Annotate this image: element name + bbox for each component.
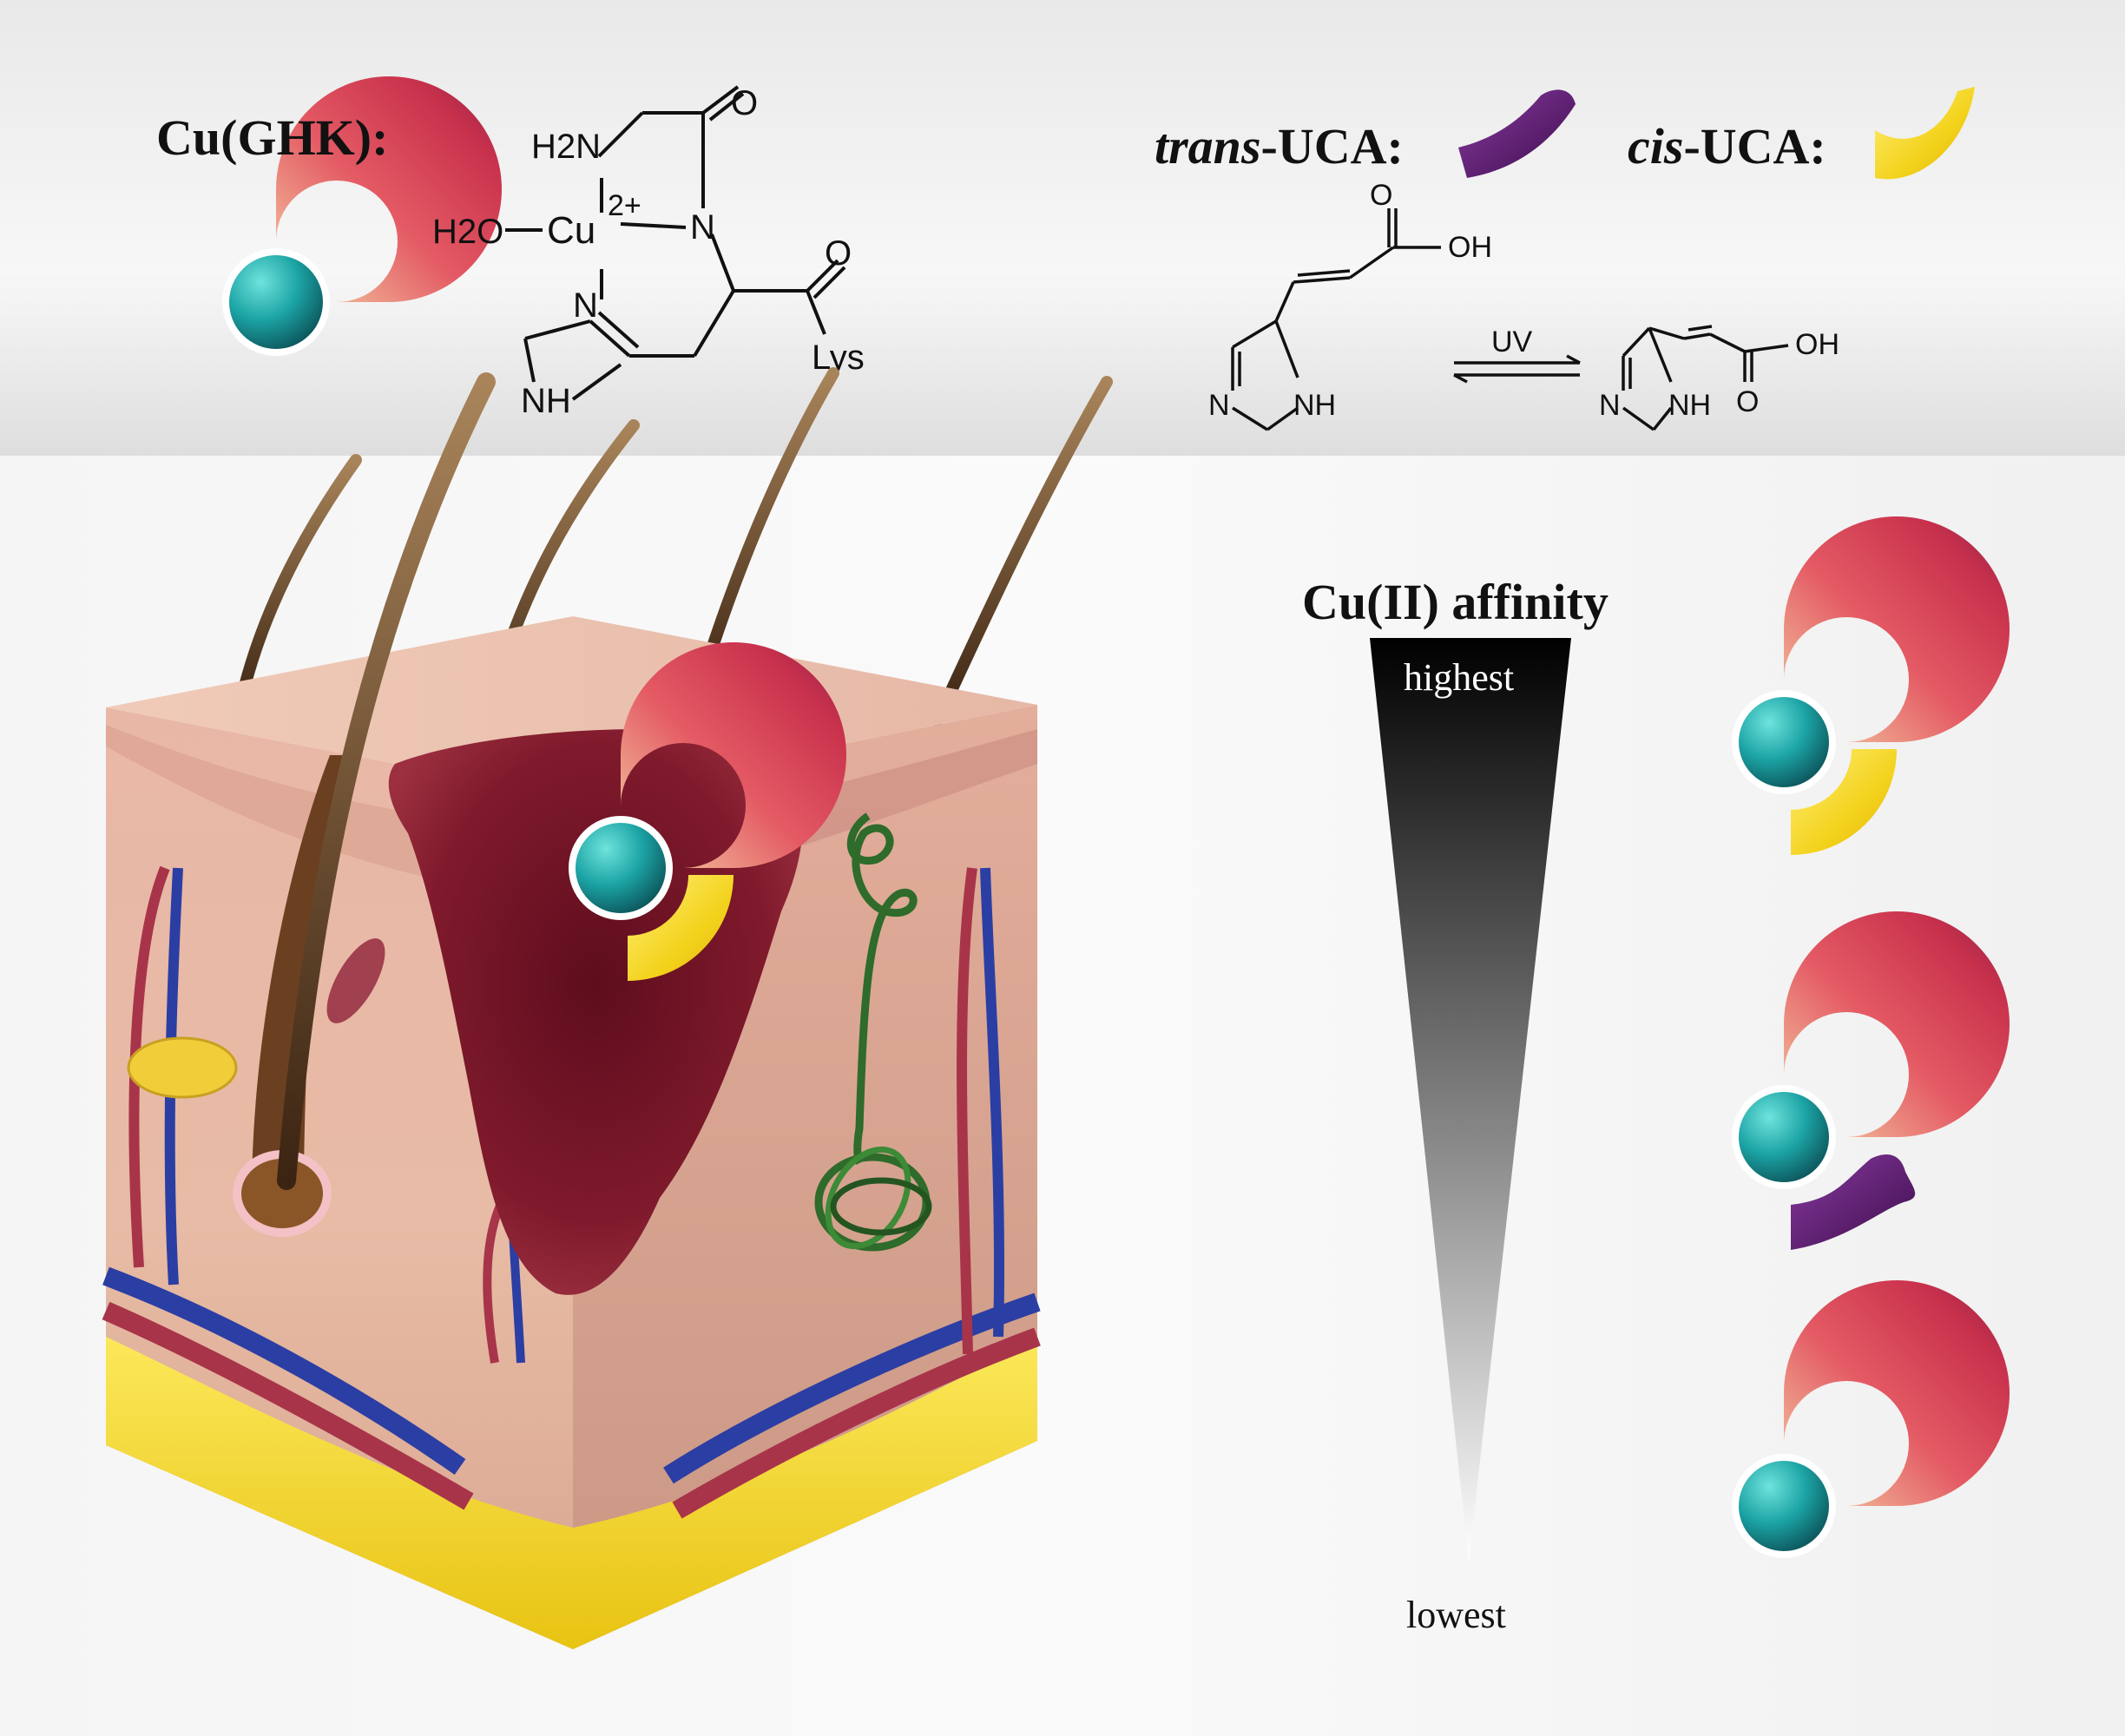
trans-oh-label: OH <box>1448 231 1492 264</box>
subcutaneous-fat <box>106 1337 1037 1649</box>
complex-lowest-plain <box>1732 1280 2010 1558</box>
artery <box>102 1301 474 1510</box>
skin-top-surface <box>106 616 1037 799</box>
copper-ion <box>1732 690 1836 794</box>
cu-label: Cu <box>547 209 595 252</box>
cis-uca-shape <box>1875 87 1975 180</box>
trans-uca-shape <box>1791 1154 1916 1250</box>
cis-prefix: cis <box>1628 118 1684 174</box>
lesion-complex-cu-ghk-cis-uca <box>569 642 846 981</box>
copper-ion <box>1732 1085 1836 1189</box>
capillary-loop <box>980 867 1004 1338</box>
h2o-label: H2O <box>432 213 503 251</box>
cis-n-label: N <box>1599 389 1621 422</box>
trans-suffix: -UCA: <box>1260 118 1404 174</box>
affinity-gradient-wedge <box>1370 638 1571 1562</box>
ghk-ring <box>1784 1280 2010 1506</box>
copper-ion <box>1732 1454 1836 1558</box>
copper-ion <box>222 248 330 356</box>
ghk-ring <box>1784 516 2010 742</box>
hair-strand <box>233 454 362 718</box>
vein <box>663 1292 1041 1484</box>
collagen-knot <box>830 1177 932 1236</box>
capillary-loop <box>957 867 977 1355</box>
h2n-label: H2N <box>531 128 601 166</box>
sebaceous-gland <box>127 1036 238 1099</box>
collagen-fiber <box>846 812 918 1166</box>
hair-strand <box>931 376 1113 727</box>
ghk-ring <box>1784 911 2010 1137</box>
imidazole-nh-label: NH <box>521 382 571 420</box>
capillary-loop <box>128 865 170 1268</box>
cis-oh-label: OH <box>1795 328 1839 361</box>
affinity-highest-label: highest <box>1404 656 1515 699</box>
carbonyl-o1-label: O <box>731 84 758 122</box>
trans-uca-shape <box>1458 89 1576 178</box>
cis-o-label: O <box>1736 385 1759 418</box>
ghk-ring <box>621 642 846 868</box>
hair-strand <box>277 372 496 1190</box>
trans-prefix: trans <box>1155 118 1261 174</box>
cis-uca-shape <box>628 875 734 981</box>
affinity-title: Cu(II) affinity <box>1302 574 1609 630</box>
artery <box>672 1327 1041 1519</box>
trans-n-label: N <box>1208 389 1230 422</box>
cis-suffix: -UCA: <box>1683 118 1826 174</box>
uv-label: UV <box>1491 326 1533 358</box>
cis-uca-shape <box>1791 749 1897 855</box>
trans-uca-label: trans-UCA: <box>1155 117 1404 175</box>
arrector-pili-muscle <box>326 938 385 1023</box>
charge-label: 2+ <box>608 189 641 222</box>
ghk-ring <box>276 76 502 302</box>
carbonyl-o2-label: O <box>825 234 852 273</box>
top-band-background <box>0 0 2125 456</box>
cis-nh-label: NH <box>1668 389 1711 422</box>
vein <box>102 1266 466 1476</box>
trans-o-label: O <box>1370 179 1392 212</box>
cis-uca-label: cis-UCA: <box>1628 117 1826 175</box>
capillary-loop <box>483 1195 508 1364</box>
cu-ghk-structure-bonds <box>505 85 846 401</box>
collagen-knot <box>825 1146 911 1250</box>
complex-highest-cis <box>1732 516 2010 855</box>
affinity-lowest-label: lowest <box>1406 1594 1506 1636</box>
cu-ghk-label: Cu(GHK): <box>156 109 389 166</box>
copper-ion <box>569 816 673 920</box>
trans-nh-label: NH <box>1293 389 1336 422</box>
complex-middle-trans <box>1732 911 2010 1250</box>
lesion <box>388 729 803 1295</box>
amide-n-label: N <box>690 208 715 247</box>
imidazole-n-label: N <box>573 286 598 325</box>
uca-structure-bonds <box>1231 208 1789 431</box>
cu-ghk-legend-icon <box>222 76 502 356</box>
